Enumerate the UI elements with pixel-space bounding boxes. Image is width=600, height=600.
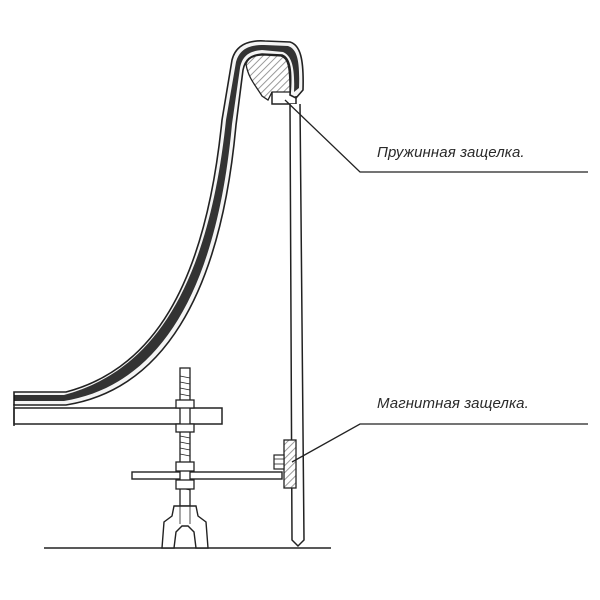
adjustable-foot: [161, 505, 209, 549]
spring-latch-leader: [284, 99, 588, 173]
vertical-door: [289, 103, 305, 548]
horizontal-shelf: [13, 407, 223, 425]
nut-upper-bottom: [175, 423, 195, 433]
magnetic-latch-label: Магнитная защелка.: [377, 395, 529, 412]
spring-latch-label: Пружинная защелка.: [377, 144, 525, 161]
magnetic-latch-block: [283, 439, 297, 489]
nut-lower-top: [175, 461, 195, 472]
nut-lower-bottom: [175, 479, 195, 490]
curved-panel: [13, 40, 304, 406]
magnetic-latch-leader: [291, 423, 588, 463]
magnet-striker: [273, 454, 285, 470]
spring-latch-block: [245, 54, 291, 101]
bracket-plate: [131, 471, 283, 480]
spring-clip: [271, 92, 297, 105]
nut-upper-top: [175, 399, 195, 409]
panel-shell-shade: [14, 45, 300, 401]
